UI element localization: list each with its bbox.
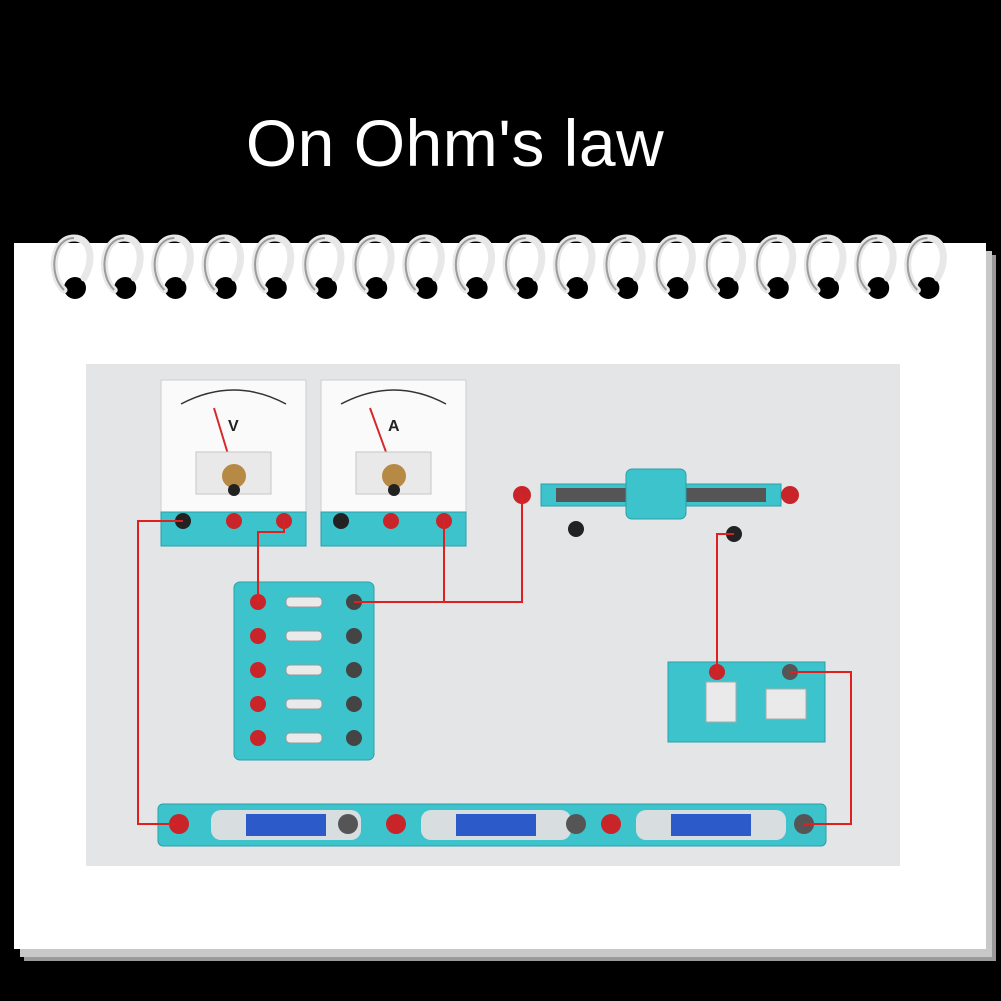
battery-holders <box>157 803 827 847</box>
resistor-row <box>250 628 362 644</box>
resistor-row <box>250 696 362 712</box>
resistor-row <box>250 730 362 746</box>
wires <box>137 495 852 825</box>
page-title: On Ohm's law <box>245 106 665 180</box>
circuit-board-illustration: V A <box>137 379 852 847</box>
knife-switch <box>667 661 826 743</box>
ammeter-label: A <box>388 418 400 435</box>
resistor-row <box>250 662 362 678</box>
rheostat <box>513 468 799 542</box>
voltmeter: V <box>160 379 307 547</box>
voltmeter-label: V <box>228 418 239 435</box>
resistor-board <box>233 581 375 761</box>
